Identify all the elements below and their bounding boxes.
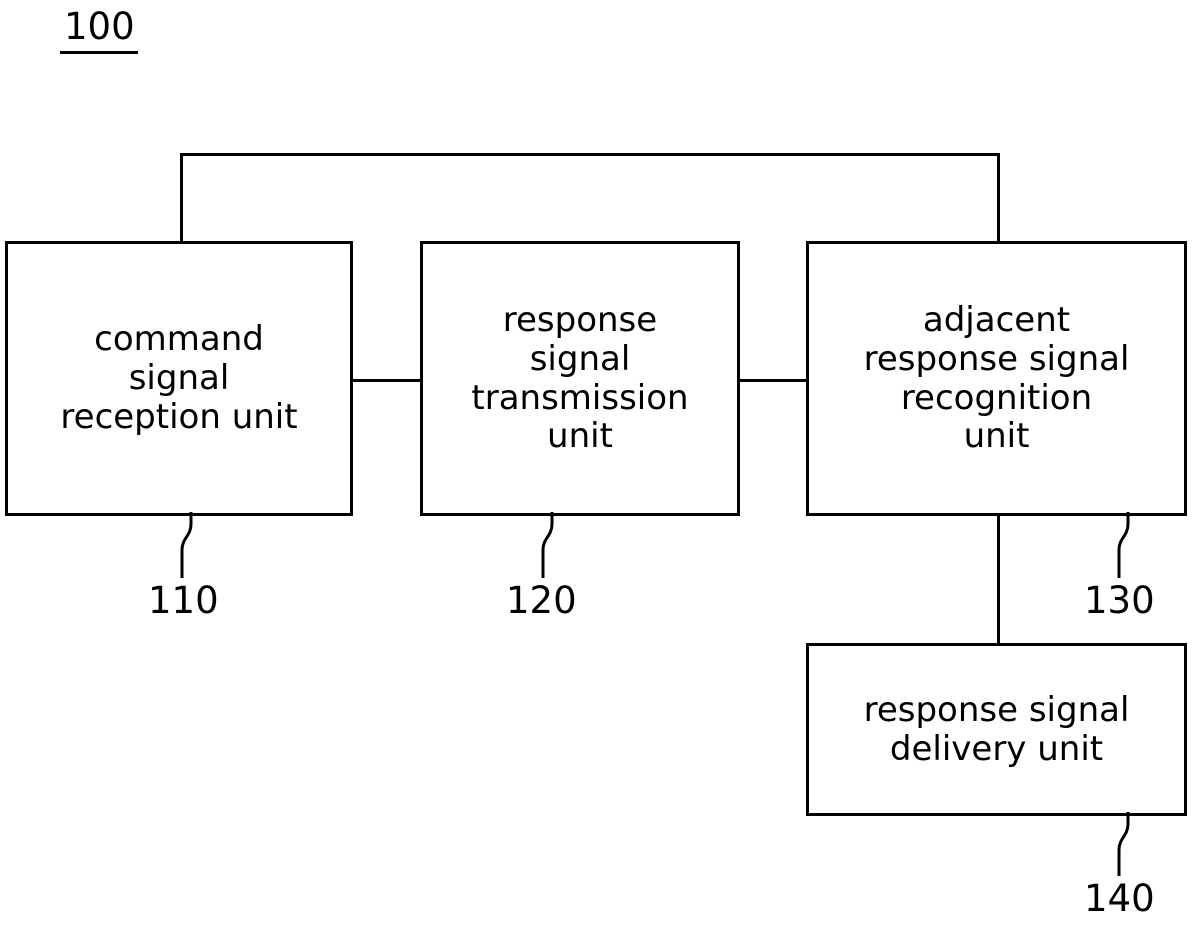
block-command-signal-reception-unit[interactable]: command signal reception unit bbox=[5, 241, 353, 516]
figure-number-underline bbox=[60, 51, 138, 54]
block-response-signal-delivery-unit[interactable]: response signal delivery unit bbox=[806, 643, 1187, 816]
block-adjacent-response-signal-recognition-unit-label: adjacent response signal recognition uni… bbox=[863, 300, 1130, 457]
connector-block3-block4 bbox=[997, 514, 1000, 644]
ref-number-140: 140 bbox=[1084, 877, 1155, 920]
block-response-signal-transmission-unit[interactable]: response signal transmission unit bbox=[420, 241, 740, 516]
leader-line-130 bbox=[1117, 512, 1130, 578]
ref-number-120: 120 bbox=[506, 579, 577, 622]
block-response-signal-delivery-unit-label: response signal delivery unit bbox=[863, 689, 1130, 769]
ref-number-110: 110 bbox=[148, 579, 219, 622]
leader-line-110 bbox=[180, 512, 193, 578]
block-command-signal-reception-unit-label: command signal reception unit bbox=[60, 319, 298, 437]
feedback-bus-right-riser bbox=[997, 153, 1000, 243]
block-adjacent-response-signal-recognition-unit[interactable]: adjacent response signal recognition uni… bbox=[806, 241, 1187, 516]
connector-block1-block2 bbox=[351, 379, 423, 382]
feedback-bus-horizontal bbox=[180, 153, 1000, 156]
block-response-signal-transmission-unit-label: response signal transmission unit bbox=[471, 300, 689, 457]
connector-block2-block3 bbox=[738, 379, 808, 382]
figure-number-label: 100 bbox=[64, 5, 135, 48]
feedback-bus-left-riser bbox=[180, 153, 183, 243]
leader-line-140 bbox=[1117, 812, 1130, 876]
ref-number-130: 130 bbox=[1084, 579, 1155, 622]
leader-line-120 bbox=[541, 512, 554, 578]
